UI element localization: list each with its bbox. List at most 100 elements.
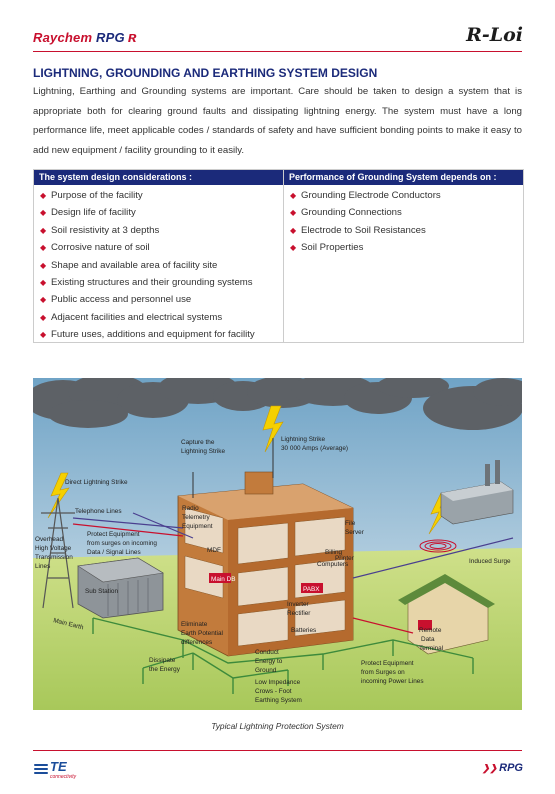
label-remote: Remote [419,627,442,634]
label-radio: Radio [182,505,199,512]
label-overhead: Overhead [35,536,64,543]
substation [77,557,164,619]
label-substation: Sub Station [85,588,118,595]
label-low-impedance-3: Earthing System [255,697,302,704]
label-protect-power-3: incoming Power Lines [361,678,424,685]
main-db-box [209,573,231,583]
performance-column: Performance of Grounding System depends … [284,170,523,342]
cable-lines [72,512,514,634]
list-item-text: Design life of facility [51,207,136,219]
label-remote-2: Data [421,636,435,643]
r-loi-logo: R-Loi [466,24,523,46]
label-batteries: Batteries [291,627,316,634]
considerations-list: ◆ Purpose of the facility ◆ Design life of… [34,187,283,344]
label-inverter: Inverter [287,601,310,608]
label-mdf: MDF [207,547,221,554]
rpg-footer-text: RPG [499,762,523,774]
list-item-text: Soil Properties [301,242,364,254]
list-item: ◆ Existing structures and their grounding… [40,274,283,291]
te-connectivity-logo: TE connectivity [34,759,94,782]
bullet-icon: ◆ [290,191,297,200]
label-dissipate: Dissipate [149,657,176,664]
list-item: ◆Grounding Connections [290,204,523,221]
label-eliminate: Eliminate [181,621,208,628]
storm-clouds [33,378,522,430]
list-item-text: Existing structures and their grounding … [51,277,253,289]
considerations-column: The system design considerations : ◆ Purp… [34,170,284,342]
list-item-text: Electrode to Soil Resistances [301,224,426,236]
label-radio-3: Equipment [182,523,213,530]
lightning-bolts [47,405,450,535]
illustration-svg: Capture the Lightning Strike Lightning S… [33,378,522,710]
bullet-icon: ◆ [40,225,47,235]
rpg-chevron-icon: ❯❯ [482,763,498,773]
label-billing-3: Computers [317,561,348,568]
bullet-icon: ◆ [40,330,47,340]
brand-rpg: RPG [96,30,125,45]
bullet-icon: ◆ [40,278,47,288]
list-item-text: Adjacent facilities and electrical syste… [51,311,223,323]
bullet-icon: ◆ [40,191,47,200]
label-billing-2: Printer [335,555,355,562]
label-overhead-2: High Voltage [35,545,72,552]
label-strike: Lightning Strike [281,436,325,443]
list-item: ◆ Grounding Electrode Conductors [290,187,523,204]
label-overhead-4: Lines [35,563,50,570]
bullet-icon: ◆ [40,260,47,270]
label-telephone-lines: Telephone Lines [75,508,122,515]
label-overhead-3: Transmission [35,554,73,561]
induced-surge-coil [419,539,457,553]
list-item-text: Grounding Electrode Conductors [301,190,441,201]
considerations-heading: The system design considerations : [34,170,283,185]
label-protect-power: Protect Equipment [361,660,414,667]
list-item: ◆Corrosive nature of soil [40,239,283,256]
label-induced-surge: Induced Surge [469,558,511,565]
te-logo-text: TE [50,759,67,774]
label-direct-strike: Direct Lightning Strike [65,479,128,486]
list-item-text: Grounding Connections [301,207,402,219]
label-conduct-3: Ground [255,667,277,674]
list-item: ◆Shape and available area of facility si… [40,257,283,274]
lightning-protection-illustration: Capture the Lightning Strike Lightning S… [33,378,522,710]
label-rectifier: Rectifier [287,610,311,617]
te-logo-subtext: connectivity [50,774,77,780]
bullet-icon: ◆ [40,208,47,218]
label-eliminate-3: differences [181,639,212,646]
label-remote-3: Terminal [419,645,443,652]
label-low-impedance-2: Crows - Foot [255,688,292,695]
bullet-icon: ◆ [290,243,297,253]
figure-labels: Capture the Lightning Strike Lightning S… [35,436,511,704]
label-billing: Billing [325,549,342,556]
footer-divider [33,750,522,751]
label-file: File [345,520,356,527]
rpg-footer-logo: ❯❯RPG [482,762,523,774]
label-protect-3: Data / Signal Lines [87,549,141,556]
label-dissipate-2: the Energy [149,666,181,673]
label-protect-2: from surges on incoming [87,540,157,547]
factory [440,460,514,525]
main-building [177,438,354,657]
rpg-mark-icon: ʀ [127,29,137,46]
label-conduct: Conduct [255,649,279,656]
label-main-db: Main DB [211,576,236,583]
list-item-text: Future uses, additions and equipment for… [51,329,255,341]
list-item-text: Soil resistivity at 3 depths [51,224,160,236]
list-item-text: Purpose of the facility [51,190,143,201]
list-item-text: Public access and personnel use [51,294,192,306]
performance-heading: Performance of Grounding System depends … [284,170,523,185]
transmission-tower [41,497,75,609]
label-protect-power-2: from Surges on [361,669,405,676]
bullet-icon: ◆ [40,312,47,322]
page-title: LIGHTNING, GROUNDING AND EARTHING SYSTEM… [33,66,378,80]
list-item: ◆ Purpose of the facility [40,187,283,204]
label-low-impedance: Low Impedance [255,679,301,686]
label-eliminate-2: Earth Potential [181,630,223,637]
earthing-grid [92,617,474,694]
list-item: ◆Public access and personnel use [40,291,283,308]
pabx-box [301,583,323,593]
label-strike-2: 30 000 Amps (Average) [281,445,348,452]
intro-paragraph: Lightning, Earthing and Grounding system… [33,86,522,156]
bullet-icon: ◆ [290,225,297,235]
